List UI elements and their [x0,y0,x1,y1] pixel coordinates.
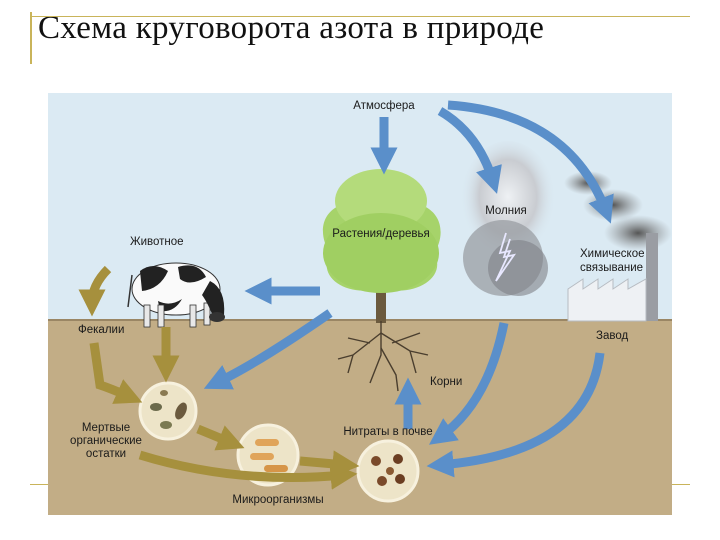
title-horizontal-rule [30,16,690,17]
label-nitrates: Нитраты в почве [343,426,432,438]
label-chemical-1: Химическое [580,248,645,260]
label-plants: Растения/деревья [332,228,429,240]
nitrogen-cycle-diagram: Атмосфера Молния Растения/деревья Животн… [48,93,672,515]
label-lightning: Молния [485,205,527,217]
label-factory: Завод [596,330,628,342]
label-dead-1: Мертвые [82,422,130,434]
label-dead-3: остатки [86,448,126,460]
dead-remains-circle [140,383,196,439]
arrow-microorganisms-to-nitrates [300,461,346,465]
label-dead-2: органические [70,435,142,447]
label-roots: Корни [430,376,462,388]
nitrates-circle [358,441,418,501]
label-feces: Фекалии [78,324,124,336]
label-chemical-2: связывание [580,262,643,274]
label-animal: Животное [130,236,184,248]
label-atmosphere: Атмосфера [353,100,415,112]
title-vertical-rule [30,12,32,64]
label-microorganisms: Микроорганизмы [232,494,323,506]
storm-cloud [460,141,556,296]
